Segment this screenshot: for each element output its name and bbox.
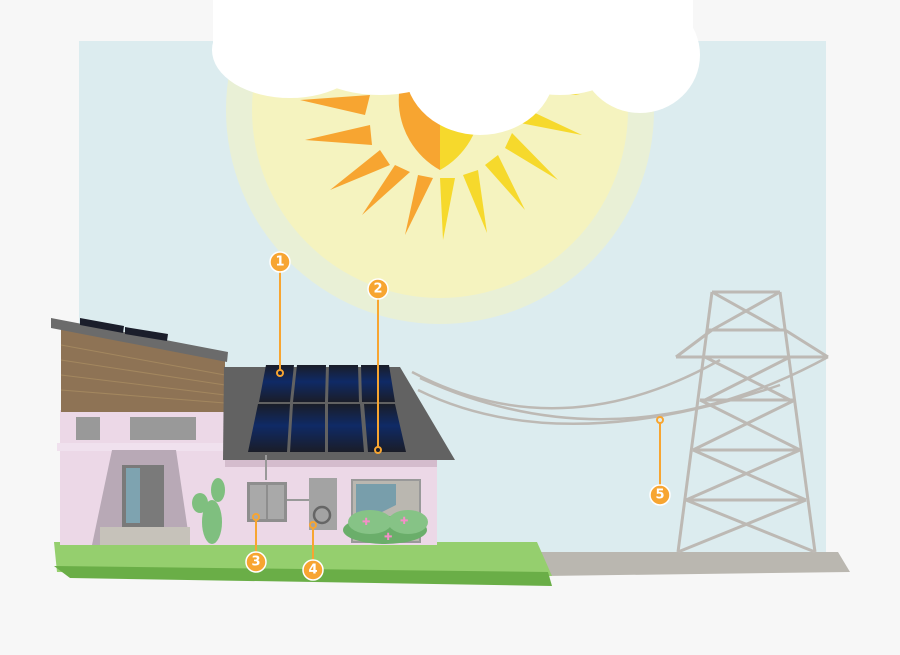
callout-1[interactable]: 1 [269,251,291,273]
grass [54,542,552,576]
cactus [192,478,225,544]
small-solar-panel [125,327,168,341]
clouds [212,0,700,135]
callout-label: 4 [308,563,317,578]
callout-3[interactable]: 3 [245,551,267,573]
callout-5[interactable]: 5 [649,484,671,506]
svg-text:✚: ✚ [384,532,392,543]
grass-edge [54,566,552,586]
callouts [252,272,664,560]
callout-2[interactable]: 2 [367,278,389,300]
callout-label: 3 [251,555,260,570]
svg-text:✚: ✚ [362,517,370,528]
callout-4[interactable]: 4 [302,559,324,581]
main-house [223,365,455,545]
power-tower [675,290,829,554]
svg-text:✚: ✚ [400,516,408,527]
left-house [51,318,228,545]
power-lines [411,355,829,425]
bush: ✚ ✚ ✚ [343,510,428,544]
small-solar-panel [80,318,124,333]
solar-panel-array [248,365,406,452]
ground-road [525,552,850,576]
callout-label: 5 [655,488,664,503]
callout-label: 2 [373,282,382,297]
callout-label: 1 [275,255,284,270]
